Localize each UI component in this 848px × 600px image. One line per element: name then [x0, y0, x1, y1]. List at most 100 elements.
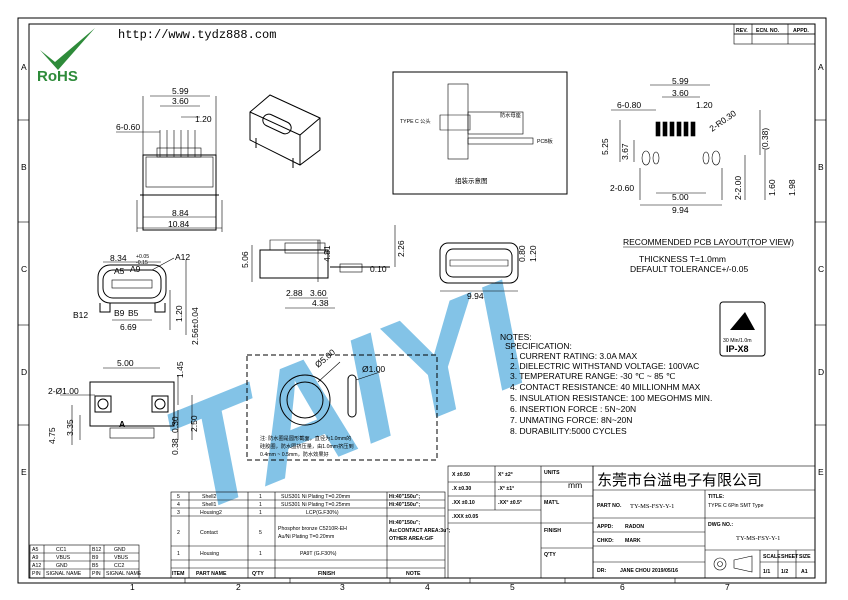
- bom-cell: 2: [177, 530, 180, 536]
- signal-cell: PIN: [92, 571, 101, 577]
- end-dim-1-20: 1.20: [528, 245, 538, 262]
- bom-header: FINISH: [318, 571, 335, 577]
- tol-cell: .X° ±1°: [498, 486, 514, 492]
- front-label-b5: B5: [128, 308, 139, 318]
- pcb-dim-5-99: 5.99: [672, 76, 689, 86]
- bom-cell: 5: [259, 530, 262, 536]
- pcb-dim-2-r0-30: 2-R0.30: [707, 108, 738, 134]
- part-no-value: TY-MS-FSY-Y-1: [630, 503, 674, 510]
- row-marker-a-right: A: [818, 62, 824, 72]
- tol-cell: .XXX ±0.05: [452, 514, 478, 520]
- tol-mat-label: MAT'L: [544, 500, 560, 506]
- bom-cell: 1: [259, 502, 262, 508]
- front-dim-1-20: 1.20: [174, 305, 184, 322]
- signal-cell: GND: [114, 547, 126, 553]
- assembly-seal-label: 防水母座: [500, 111, 521, 119]
- sheet-label: SHEET: [781, 554, 799, 560]
- front-label-a5: A5: [114, 266, 125, 276]
- rev-header-appd: APPD.: [793, 28, 809, 34]
- signal-cell: B5: [92, 563, 98, 569]
- pcb-layout-view: 5.99 3.60 1.20 6-0.80 2-R0.30 5.25 3.67 …: [600, 76, 797, 215]
- bom-cell: Shell1: [202, 502, 217, 508]
- assembly-caption: 组装示意图: [455, 176, 488, 185]
- front-dim-2-56: 2.56±0.04: [190, 307, 200, 345]
- bom-cell: Hi:40"150u";: [389, 502, 420, 508]
- tol-units-label: UNITS: [544, 470, 560, 476]
- bom-cell: Contact: [200, 530, 218, 536]
- rev-header-ecn: ECN. NO.: [756, 28, 780, 34]
- front-dim-8-34: 8.34: [110, 253, 127, 263]
- end-dim-9-94: 9.94: [467, 291, 484, 301]
- front-label-a12: A12: [175, 252, 190, 262]
- pcb-dim-3-60: 3.60: [672, 88, 689, 98]
- signal-cell: VBUS: [56, 555, 71, 561]
- dr-label: DR:: [597, 568, 606, 574]
- side-dim-2-88: 2.88: [286, 288, 303, 298]
- signal-cell: SIGNAL NAME: [46, 571, 82, 577]
- pcb-dim-6-0-80: 6-0.80: [617, 100, 641, 110]
- bom-cell: LCP(G.F30%): [306, 510, 339, 516]
- assembly-diagram: TYPE C 公头 防水母座 PCB板 组装示意图: [392, 71, 568, 195]
- note-item: 7. UNMATING FORCE: 8N~20N: [510, 415, 632, 425]
- dwg-no-value: TY-MS-FSY-Y-1: [736, 535, 780, 542]
- bom-header: Q'TY: [252, 571, 264, 577]
- bom-cell: Shell2: [202, 494, 217, 500]
- bom-cell: 1: [177, 551, 180, 557]
- front-dim-8-34-tol-minus: -0.15: [136, 260, 148, 266]
- rev-header-rev: REV.: [736, 28, 748, 34]
- signal-cell: CC1: [56, 547, 66, 553]
- bom-cell: Housing2: [200, 510, 222, 516]
- bom-cell: Au:CONTACT AREA:3u";: [389, 528, 451, 534]
- note-item: 2. DIELECTRIC WITHSTAND VOLTAGE: 100VAC: [510, 361, 699, 371]
- bom-cell: 1: [259, 510, 262, 516]
- signal-cell: CC2: [114, 563, 124, 569]
- pcb-dim-9-94: 9.94: [672, 205, 689, 215]
- pcb-tolerance: DEFAULT TOLERANCE+/-0.05: [630, 264, 748, 274]
- bottom-label-a: A: [119, 419, 125, 429]
- pcb-dim-3-67: 3.67: [620, 143, 630, 160]
- title-label: TITLE:: [708, 494, 724, 500]
- col-marker-4: 4: [425, 582, 430, 592]
- border-markers: A B C D E A B C D E 1 2 3 4 5 6 7: [21, 62, 824, 592]
- side-view: 5.06 4.81 0.10 2.88 3.60 4.38 2.26: [240, 225, 406, 309]
- bom-cell: Hi:40"150u";: [389, 520, 420, 526]
- ip-badge-rating: IP-X8: [726, 344, 749, 354]
- top-view: 5.99 3.60 1.20 6-0.60 8.84 10.84: [116, 86, 223, 232]
- assembly-typec-label: TYPE C 公头: [400, 117, 431, 125]
- tol-cell: X ±0.50: [452, 472, 470, 478]
- front-label-b12: B12: [73, 310, 88, 320]
- bom-table: 5 Shell2 1 SUS301 Ni Plating T=0.20mm Hi…: [170, 491, 451, 579]
- top-dim-10-84: 10.84: [168, 219, 190, 229]
- pcb-dim-1-60: 1.60: [767, 179, 777, 196]
- bottom-dim-4-75: 4.75: [47, 427, 57, 444]
- seal-note-line3: 0.4mm ~ 0.5mm，防水效果好: [260, 450, 329, 458]
- top-dim-3-60: 3.60: [172, 96, 189, 106]
- signal-cell: A5: [32, 547, 38, 553]
- bom-cell: Hi:40"150u";: [389, 494, 420, 500]
- tol-qty-label: Q'TY: [544, 552, 556, 558]
- side-dim-4-38: 4.38: [312, 298, 329, 308]
- water-drop-icon: [730, 312, 755, 330]
- signal-cell: VBUS: [114, 555, 129, 561]
- side-dim-3-60: 3.60: [310, 288, 327, 298]
- signal-table: A5 CC1 B12 GND A9 VBUS B9 VBUS A12 GND B…: [29, 544, 142, 579]
- bom-cell: Au/Ni Plating T=0.20mm: [278, 534, 334, 540]
- appd-value: RADON: [625, 524, 644, 530]
- website-url[interactable]: http://www.tydz888.com: [118, 28, 276, 42]
- title-value: TYPE C 6Pin SMT Type: [708, 503, 764, 509]
- assembly-pcb-label: PCB板: [537, 137, 554, 145]
- row-marker-d-right: D: [818, 367, 824, 377]
- chkd-value: MARK: [625, 538, 641, 544]
- rohs-check-icon: [40, 28, 95, 70]
- top-dim-6-0-60: 6-0.60: [116, 122, 140, 132]
- bom-header: PART NAME: [196, 571, 227, 577]
- scale-label: SCALE: [763, 554, 781, 560]
- title-block: 东莞市台溢电子有限公司 PART NO. TY-MS-FSY-Y-1 TITLE…: [592, 465, 816, 579]
- signal-cell: PIN: [32, 571, 41, 577]
- seal-note-line1: 注: 防水圈是圆形截面，直径为1.0mm的: [260, 434, 351, 442]
- note-item: 6. INSERTION FORCE : 5N~20N: [510, 404, 636, 414]
- bom-cell: Phosphor bronze C5210R-EH: [278, 526, 347, 532]
- front-label-b9: B9: [114, 308, 125, 318]
- ip-x8-badge: 30 Min/1.0m IP-X8: [719, 301, 766, 357]
- row-marker-d: D: [21, 367, 27, 377]
